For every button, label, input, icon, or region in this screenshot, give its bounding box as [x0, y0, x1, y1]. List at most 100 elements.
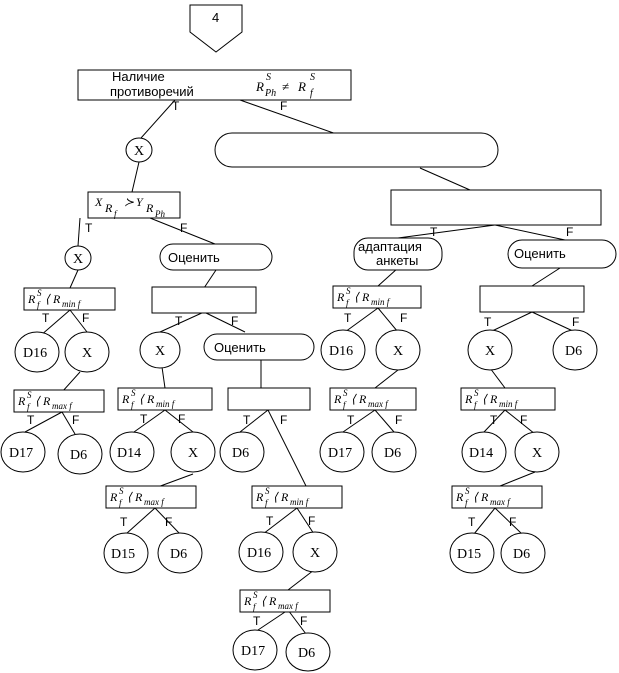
max-f: f — [343, 400, 347, 410]
min-sub: min f — [290, 497, 310, 507]
max-r: R — [109, 490, 118, 504]
false-label: F — [308, 514, 315, 528]
min-condition-box: R S f ⟨ R min f — [251, 485, 343, 509]
min-r: R — [464, 392, 473, 406]
max-condition-box: R S f ⟨ R max f — [239, 589, 331, 613]
root-s2: S — [310, 72, 315, 83]
max-s: S — [343, 388, 348, 398]
x-node-label: X — [393, 344, 403, 359]
min-s: S — [37, 288, 42, 298]
false-label: F — [572, 315, 579, 329]
max-s: S — [465, 486, 470, 496]
min-s: S — [265, 486, 270, 496]
max-r2: R — [42, 394, 51, 408]
d15-label: D15 — [457, 547, 481, 562]
d15-terminal: D15 — [449, 532, 495, 574]
x-node: X — [375, 329, 421, 371]
root-decision-box: Наличие противоречий R S Ph ≠ R S f — [77, 69, 352, 101]
cond-y: Y — [136, 195, 144, 209]
max-r2: R — [480, 490, 489, 504]
root-true-label: T — [172, 99, 180, 113]
d6-terminal: D6 — [219, 431, 265, 473]
max-condition-box: R S f ⟨ R max f — [13, 389, 105, 413]
max-f: f — [253, 602, 257, 612]
min-lt: ⟨ — [273, 490, 279, 504]
min-condition-box: R S f ⟨ R min f — [23, 287, 116, 311]
min-s: S — [131, 388, 136, 398]
x-node: X — [139, 331, 181, 369]
root-f: f — [310, 88, 314, 99]
root-ph: Ph — [264, 88, 276, 99]
d6-terminal: D6 — [157, 532, 203, 574]
x-node-label: X — [134, 144, 144, 159]
min-f: f — [265, 498, 269, 508]
root-r2: R — [297, 79, 306, 94]
min-lt: ⟨ — [482, 392, 488, 406]
d17-label: D17 — [9, 446, 33, 461]
min-sub: min f — [62, 299, 82, 309]
x-node-label: X — [532, 446, 542, 461]
d6-terminal: D6 — [552, 329, 598, 371]
d17-terminal: D17 — [319, 431, 365, 473]
d17-label: D17 — [241, 644, 265, 659]
max-sub: max f — [490, 497, 511, 507]
evaluate-label: Оценить — [514, 246, 566, 261]
true-label: T — [344, 311, 352, 325]
max-sub: max f — [278, 601, 299, 611]
root-s1: S — [266, 72, 271, 83]
max-lt: ⟨ — [261, 594, 267, 608]
false-label: F — [509, 515, 516, 529]
max-f: f — [465, 498, 469, 508]
min-f: f — [346, 298, 350, 308]
max-s: S — [119, 486, 124, 496]
empty-terminator — [214, 132, 499, 168]
d14-terminal: D14 — [109, 431, 155, 473]
evaluate-terminator: Оценить — [507, 239, 617, 269]
evaluate-terminator: Оценить — [203, 333, 315, 361]
x-node: X — [170, 431, 216, 473]
true-label: T — [120, 515, 128, 529]
max-r2: R — [358, 392, 367, 406]
max-lt: ⟨ — [35, 394, 41, 408]
max-r: R — [333, 392, 342, 406]
max-lt: ⟨ — [351, 392, 357, 406]
x-node-label: X — [82, 346, 92, 361]
true-label: T — [253, 614, 261, 628]
min-condition-box: R S f ⟨ R min f — [460, 387, 556, 411]
true-label: T — [468, 515, 476, 529]
right-true-label: T — [430, 225, 438, 239]
max-f: f — [27, 402, 31, 412]
false-label: F — [520, 413, 527, 427]
cond-ph: Ph — [154, 209, 165, 219]
true-label: T — [140, 412, 148, 426]
min-r: R — [121, 392, 130, 406]
cond-false-label: F — [180, 221, 187, 235]
x-node: X — [467, 329, 513, 371]
min-r2: R — [280, 490, 289, 504]
false-label: F — [231, 314, 238, 328]
false-label: F — [395, 413, 402, 427]
d6-terminal: D6 — [371, 431, 417, 473]
min-r: R — [27, 292, 36, 306]
d15-label: D15 — [111, 547, 135, 562]
min-lt: ⟨ — [45, 292, 51, 306]
right-false-label: F — [566, 225, 573, 239]
cond-r2: R — [145, 201, 154, 215]
false-label: F — [82, 311, 89, 325]
max-f: f — [119, 498, 123, 508]
empty-process-box — [390, 189, 602, 226]
x-node-label: X — [73, 252, 83, 267]
comparison-box: X R f ≻ Y R Ph — [87, 191, 181, 219]
max-lt: ⟨ — [473, 490, 479, 504]
cond-true-label: T — [85, 221, 93, 235]
x-node-label: X — [188, 446, 198, 461]
true-label: T — [243, 413, 251, 427]
false-label: F — [280, 413, 287, 427]
d16-label: D16 — [247, 546, 271, 561]
root-line2: противоречий — [110, 84, 194, 99]
d17-terminal: D17 — [0, 431, 46, 473]
false-label: F — [400, 311, 407, 325]
x-node: X — [64, 331, 110, 373]
min-r: R — [336, 290, 345, 304]
